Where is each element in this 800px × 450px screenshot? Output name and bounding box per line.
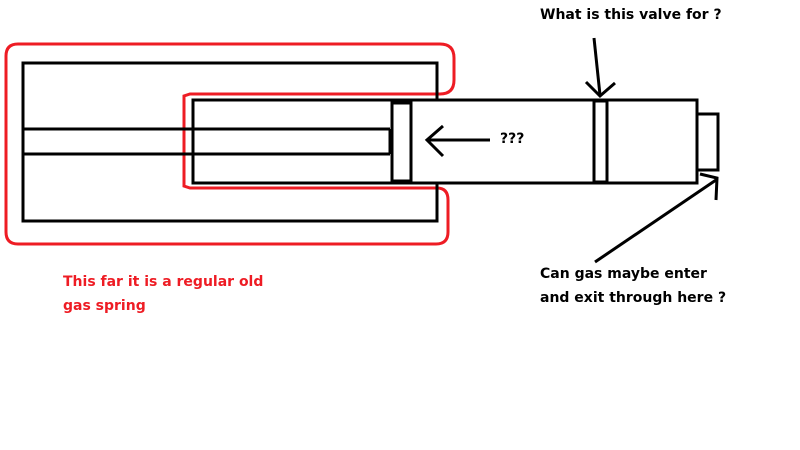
piston-head xyxy=(390,101,413,183)
port-arrow-icon xyxy=(594,172,719,264)
gas-spring-note-line2: gas spring xyxy=(63,298,146,314)
unknown-force-label: ??? xyxy=(500,131,525,147)
port-question-line2: and exit through here ? xyxy=(540,290,727,306)
valve-question-label: What is this valve for ? xyxy=(540,7,722,23)
valve-arrow-icon xyxy=(584,37,616,99)
end-port xyxy=(695,112,720,172)
force-arrow-icon xyxy=(424,124,490,158)
gas-spring-note-line1: This far it is a regular old xyxy=(63,274,264,290)
regular-gas-spring-highlight xyxy=(4,42,456,246)
port-question-line1: Can gas maybe enter xyxy=(540,266,707,282)
valve xyxy=(592,99,609,184)
